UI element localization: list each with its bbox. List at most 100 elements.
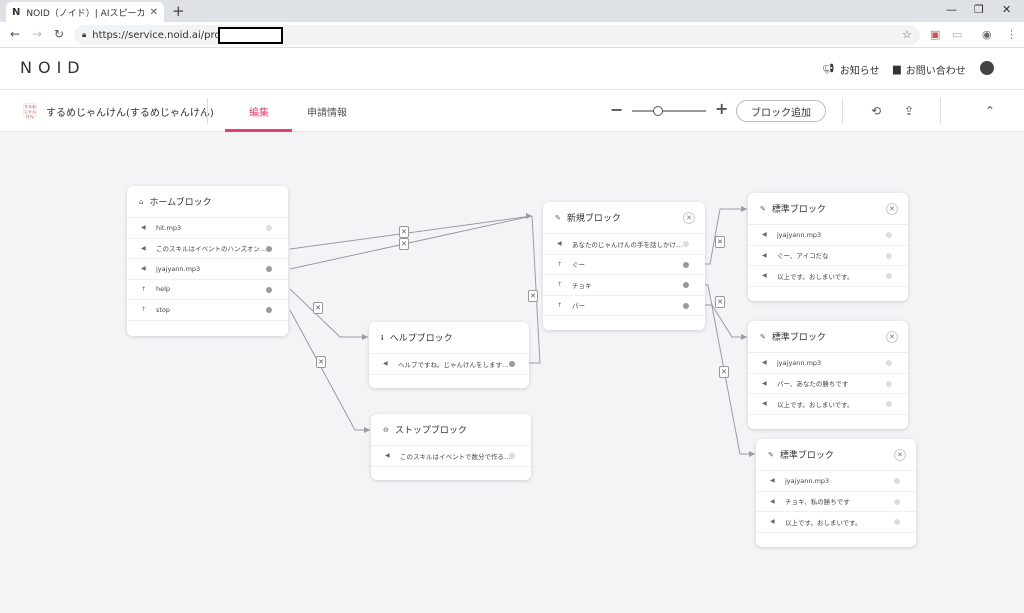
zoom-in-button[interactable]: +	[715, 99, 729, 118]
output-port[interactable]	[683, 302, 689, 309]
block-row[interactable]: ◀︎このスキルはイベントのハンズオン…	[127, 239, 288, 259]
block-row[interactable]: ◀︎jyajyann.mp3	[748, 225, 908, 246]
extension-icon[interactable]: ▭	[952, 28, 963, 41]
block-row[interactable]: ↑ぐー	[543, 255, 705, 275]
wire-delete-marker[interactable]: ✕	[719, 366, 729, 378]
output-port[interactable]	[886, 360, 892, 366]
block-row[interactable]: ◀︎あなたのじゃんけんの手を話しかけ…	[543, 234, 705, 255]
output-port[interactable]	[886, 252, 892, 259]
zoom-out-button[interactable]: −	[610, 100, 624, 119]
close-block-icon[interactable]: ✕	[894, 449, 906, 461]
tab-edit[interactable]: 編集	[249, 108, 269, 119]
zoom-slider[interactable]	[632, 110, 706, 112]
standard-block[interactable]: ✎標準ブロック ✕ ◀︎jyajyann.mp3 ◀︎チョキ、私の勝ちです ◀︎…	[756, 439, 916, 547]
speaker-icon: ◀︎	[141, 265, 146, 273]
maximize-icon[interactable]: ❐	[974, 3, 984, 16]
block-row[interactable]: ◀︎hit.mp3	[127, 218, 288, 239]
block-title: ストップブロック	[394, 426, 467, 436]
block-row[interactable]: ↑stop	[127, 300, 288, 321]
output-port[interactable]	[509, 361, 515, 367]
minimize-icon[interactable]: —	[946, 3, 957, 16]
speaker-icon: ◀︎	[141, 224, 146, 232]
output-port[interactable]	[894, 478, 900, 484]
speaker-icon: ◀︎	[770, 518, 775, 526]
wire-delete-marker[interactable]: ✕	[715, 296, 725, 308]
noid-logo[interactable]: NOID	[20, 58, 86, 77]
output-port[interactable]	[266, 245, 272, 252]
output-port[interactable]	[683, 282, 689, 288]
standard-block[interactable]: ✎標準ブロック ✕ ◀︎jyajyann.mp3 ◀︎ぐー、アイコだな ◀︎以上…	[748, 193, 908, 301]
output-port[interactable]	[886, 232, 892, 238]
output-port[interactable]	[886, 401, 892, 407]
block-row[interactable]: ◀︎このスキルはイベントで数分で作る…	[371, 446, 531, 467]
block-row[interactable]: ↑チョキ	[543, 275, 705, 296]
contact-link[interactable]: ▆ お問い合わせ	[893, 62, 966, 77]
collapse-chevron-icon[interactable]: ⌃	[985, 104, 996, 118]
output-port[interactable]	[894, 519, 900, 525]
add-block-button[interactable]: ブロック追加	[736, 100, 826, 122]
speaker-icon: ◀︎	[762, 231, 767, 239]
new-block[interactable]: ✎新規ブロック ✕ ◀︎あなたのじゃんけんの手を話しかけ… ↑ぐー ↑チョキ ↑…	[543, 202, 705, 330]
block-row[interactable]: ◀︎ヘルプですね。じゃんけんをします…	[369, 354, 529, 375]
chrome-menu-icon[interactable]: ⋮	[1006, 28, 1017, 41]
block-row[interactable]: ↑パー	[543, 296, 705, 316]
back-icon[interactable]: ←	[10, 27, 21, 41]
block-row[interactable]: ◀︎ぐー、アイコだな	[748, 246, 908, 266]
block-row[interactable]: ◀︎以上です。おしまいです。	[756, 512, 916, 533]
block-row[interactable]: ◀︎チョキ、私の勝ちです	[756, 492, 916, 512]
url-text: https://service.noid.ai/projects	[92, 29, 245, 41]
close-block-icon[interactable]: ✕	[886, 331, 898, 343]
reload-icon[interactable]: ↻	[54, 27, 65, 41]
url-input[interactable]: 🔒︎ https://service.noid.ai/projects	[74, 25, 920, 45]
account-icon[interactable]	[980, 61, 994, 75]
wire-delete-marker[interactable]: ✕	[715, 236, 725, 248]
home-block[interactable]: ⌂ホームブロック ◀︎hit.mp3 ◀︎このスキルはイベントのハンズオン… ◀…	[127, 186, 288, 336]
close-block-icon[interactable]: ✕	[683, 212, 695, 224]
output-port[interactable]	[894, 498, 900, 505]
megaphone-icon: 📢︎	[822, 64, 835, 75]
tab-close-icon[interactable]: ✕	[149, 6, 158, 18]
block-row[interactable]: ◀︎jyajyann.mp3	[127, 259, 288, 280]
zoom-slider-handle[interactable]	[652, 106, 663, 116]
standard-block[interactable]: ✎標準ブロック ✕ ◀︎jyajyann.mp3 ◀︎パー、あなたの勝ちです ◀…	[748, 321, 908, 429]
block-row[interactable]: ↑help	[127, 280, 288, 300]
wire-delete-marker[interactable]: ✕	[528, 290, 538, 302]
output-port[interactable]	[683, 241, 689, 247]
output-port[interactable]	[509, 453, 515, 459]
wire-delete-marker[interactable]: ✕	[399, 226, 409, 238]
output-port[interactable]	[266, 307, 272, 313]
block-row[interactable]: ◀︎jyajyann.mp3	[756, 471, 916, 492]
output-port[interactable]	[266, 266, 272, 272]
editor-toolbar: するめじゃんけん するめじゃんけん(するめじゃんけん) 編集 申請情報 − + …	[0, 90, 1024, 132]
close-block-icon[interactable]: ✕	[886, 203, 898, 215]
forward-icon[interactable]: →	[32, 27, 43, 41]
pen-icon: ✎	[760, 332, 766, 341]
output-port[interactable]	[886, 380, 892, 387]
block-row[interactable]: ◀︎パー、あなたの勝ちです	[748, 374, 908, 394]
wire-delete-marker[interactable]: ✕	[316, 356, 326, 368]
wire-delete-marker[interactable]: ✕	[313, 302, 323, 314]
lock-icon: 🔒︎	[82, 30, 87, 39]
browser-tab[interactable]: N NOID（ノイド）| AIスピーカースキル作 ✕	[6, 2, 164, 22]
stop-block[interactable]: ⊖ストップブロック ◀︎このスキルはイベントで数分で作る…	[371, 414, 531, 480]
extension-pdf-icon[interactable]: ▣	[930, 28, 941, 41]
sync-icon[interactable]: ⟲	[871, 104, 882, 118]
flow-canvas[interactable]: ✕ ✕ ✕ ✕ ✕ ✕ ✕ ✕ ⌂ホームブロック ◀︎hit.mp3 ◀︎このス…	[0, 132, 1024, 613]
new-tab-button[interactable]: +	[172, 2, 185, 20]
bookmark-star-icon[interactable]: ☆	[902, 28, 912, 41]
profile-icon[interactable]: ◉	[982, 28, 992, 41]
tab-application-info[interactable]: 申請情報	[307, 108, 347, 119]
wire-delete-marker[interactable]: ✕	[399, 238, 409, 250]
block-row[interactable]: ◀︎jyajyann.mp3	[748, 353, 908, 374]
news-link[interactable]: 📢︎ お知らせ	[822, 62, 880, 77]
block-row[interactable]: ◀︎以上です。おしまいです。	[748, 394, 908, 415]
output-port[interactable]	[886, 273, 892, 279]
window-close-icon[interactable]: ✕	[1002, 3, 1012, 16]
block-row[interactable]: ◀︎以上です。おしまいです。	[748, 266, 908, 287]
output-port[interactable]	[266, 225, 272, 231]
output-port[interactable]	[683, 261, 689, 268]
upload-icon[interactable]: ⇪	[904, 104, 915, 118]
output-port[interactable]	[266, 286, 272, 293]
active-tab-indicator	[225, 129, 292, 132]
